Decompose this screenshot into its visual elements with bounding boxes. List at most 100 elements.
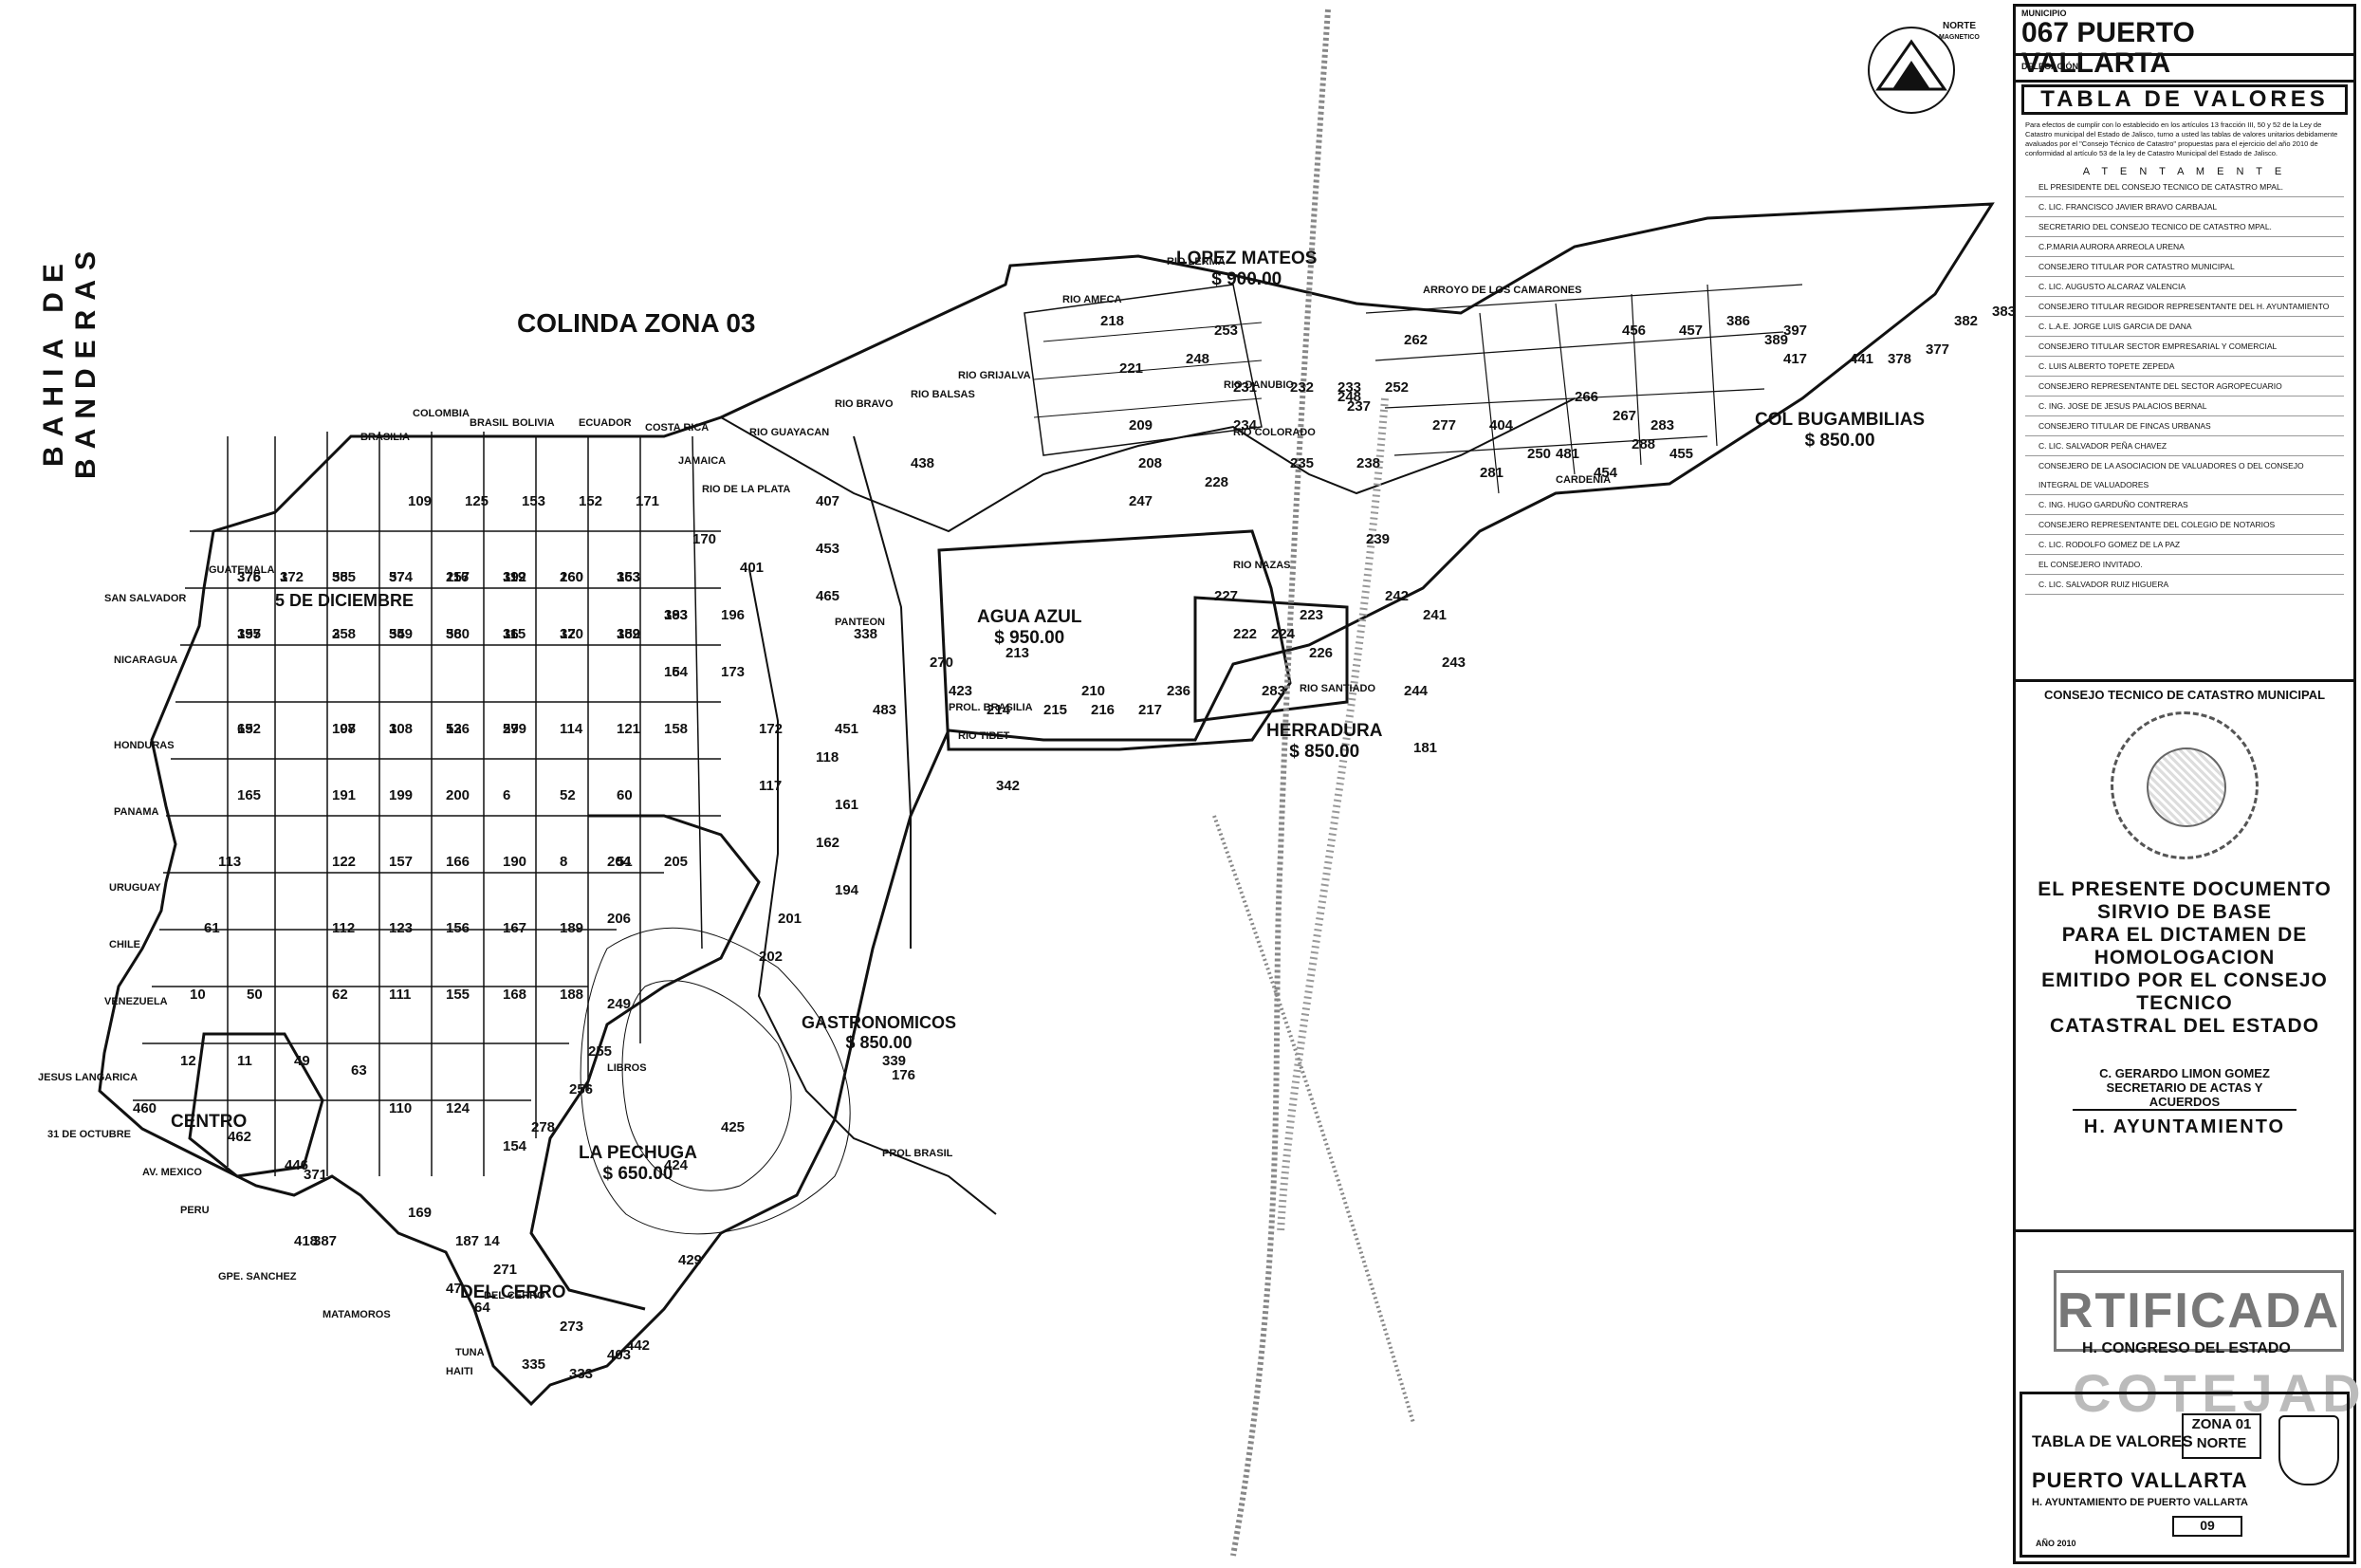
titleblock-municipio: PUERTO VALLARTA (2032, 1468, 2248, 1492)
block-number: 216 (1091, 702, 1116, 718)
consejo-title: CONSEJO TECNICO DE CATASTRO MUNICIPAL (2043, 688, 2326, 702)
block-number: 198 (332, 721, 357, 737)
municipio-section: MUNICIPIO 067 PUERTO VALLARTA (2016, 7, 2353, 79)
block-number: 49 (294, 1053, 310, 1069)
colonia-bugambilias: COL BUGAMBILIAS$ 850.00 (1755, 410, 1926, 451)
block-number: 188 (560, 987, 584, 1003)
block-number: 221 (1119, 360, 1144, 377)
titleblock-ayuntamiento: H. AYUNTAMIENTO DE PUERTO VALLARTA (2032, 1497, 2248, 1508)
block-number: 456 (1622, 323, 1647, 339)
block-number: 383 (664, 607, 689, 623)
block-number: 234 (1233, 417, 1258, 434)
block-number: 378 (1888, 351, 1912, 367)
block-number: 223 (1300, 607, 1324, 623)
block-number: 60 (617, 787, 633, 803)
block-number: 239 (1366, 531, 1391, 547)
block-number: 455 (1669, 446, 1694, 462)
street-name: RIO SANTIADO (1300, 683, 1376, 694)
street-name: GUATEMALA (209, 564, 275, 576)
block-number: 386 (1726, 313, 1751, 329)
block-number: 166 (446, 854, 470, 870)
block-number: 47 (446, 1281, 462, 1297)
street-name: ARROYO DE LOS CAMARONES (1423, 285, 1582, 296)
block-number: 231 (1233, 379, 1258, 396)
block-number: 401 (740, 560, 765, 576)
block-number: 339 (882, 1053, 907, 1069)
block-number: 453 (816, 541, 840, 557)
block-number: 153 (522, 493, 546, 509)
street-name: RIO COLORADO (1233, 427, 1316, 438)
street-name: URUGUAY (109, 882, 161, 894)
block-number: 122 (332, 854, 357, 870)
block-number: 358 (332, 626, 357, 642)
block-number: 116 (446, 569, 470, 585)
street-name: RIO BALSAS (911, 389, 975, 400)
block-number: 214 (987, 702, 1011, 718)
block-number: 465 (816, 588, 840, 604)
block-number: 1 (280, 569, 288, 585)
signatory-line: EL CONSEJERO INVITADO. (2025, 555, 2344, 575)
street-name: BRASILIA (360, 432, 410, 443)
block-number: 157 (389, 854, 414, 870)
street-name: PROL BRASIL (882, 1148, 953, 1159)
block-number: 115 (503, 626, 526, 642)
street-name: HONDURAS (114, 740, 175, 751)
congreso-label: H. CONGRESO DEL ESTADO (2082, 1340, 2291, 1356)
block-number: 125 (465, 493, 489, 509)
block-number: 481 (1556, 446, 1580, 462)
block-number: 462 (228, 1129, 252, 1145)
block-number: 278 (531, 1119, 556, 1135)
block-number: 196 (721, 607, 746, 623)
block-number: 392 (503, 569, 527, 585)
block-number: 63 (351, 1062, 367, 1079)
north-label: NORTE (1943, 21, 1976, 31)
block-number: 270 (930, 655, 954, 671)
block-number: 250 (1527, 446, 1552, 462)
block-number: 124 (446, 1100, 470, 1116)
block-number: 52 (560, 787, 576, 803)
street-name: RIO DE LA PLATA (702, 484, 791, 495)
block-number: 6 (503, 787, 511, 803)
block-number: 243 (1442, 655, 1466, 671)
block-number: 383 (1992, 304, 2017, 320)
block-number: 226 (1309, 645, 1334, 661)
street-name: HAITI (446, 1366, 473, 1377)
block-number: 237 (1347, 398, 1372, 415)
block-number: 169 (408, 1205, 433, 1221)
signatory-line: CONSEJERO DE LA ASOCIACION DE VALUADORES… (2025, 456, 2344, 495)
block-number: 377 (1926, 341, 1950, 358)
block-number: 36 (503, 626, 519, 642)
block-number: 385 (332, 569, 357, 585)
block-number: 181 (1413, 740, 1438, 756)
block-number: 167 (503, 920, 527, 936)
block-number: 10 (190, 987, 206, 1003)
block-number: 438 (911, 455, 935, 471)
block-number: 233 (1337, 379, 1362, 396)
block-number: 222 (1233, 626, 1258, 642)
block-number: 123 (389, 920, 414, 936)
block-number: 247 (1129, 493, 1153, 509)
street-name: PANAMA (114, 806, 159, 818)
block-number: 209 (1129, 417, 1153, 434)
certificada-stamp: RTIFICADA (2054, 1270, 2344, 1352)
block-number: 121 (617, 721, 641, 737)
block-number: 283 (1651, 417, 1675, 434)
block-number: 371 (304, 1167, 328, 1183)
block-number: 232 (1290, 379, 1315, 396)
signatory-line: C. LIC. AUGUSTO ALCARAZ VALENCIA (2025, 277, 2344, 297)
block-number: 193 (664, 607, 689, 623)
signatory-line: CONSEJERO TITULAR REGIDOR REPRESENTANTE … (2025, 297, 2344, 317)
block-number: 372 (280, 569, 304, 585)
block-number: 163 (617, 569, 641, 585)
block-number: 236 (1167, 683, 1191, 699)
state-seal-icon (2111, 711, 2259, 859)
block-number: 355 (237, 626, 262, 642)
signatory-line: C.P.MARIA AURORA ARREOLA URENA (2025, 237, 2344, 257)
block-number: 252 (1385, 379, 1410, 396)
street-name: CHILE (109, 939, 140, 950)
block-number: 176 (892, 1067, 916, 1083)
block-number: 403 (607, 1347, 632, 1363)
signatory-line: CONSEJERO REPRESENTANTE DEL SECTOR AGROP… (2025, 377, 2344, 397)
title-block: TABLA DE VALORES ZONA 01 NORTE PUERTO VA… (2020, 1392, 2350, 1558)
block-number: 242 (1385, 588, 1410, 604)
